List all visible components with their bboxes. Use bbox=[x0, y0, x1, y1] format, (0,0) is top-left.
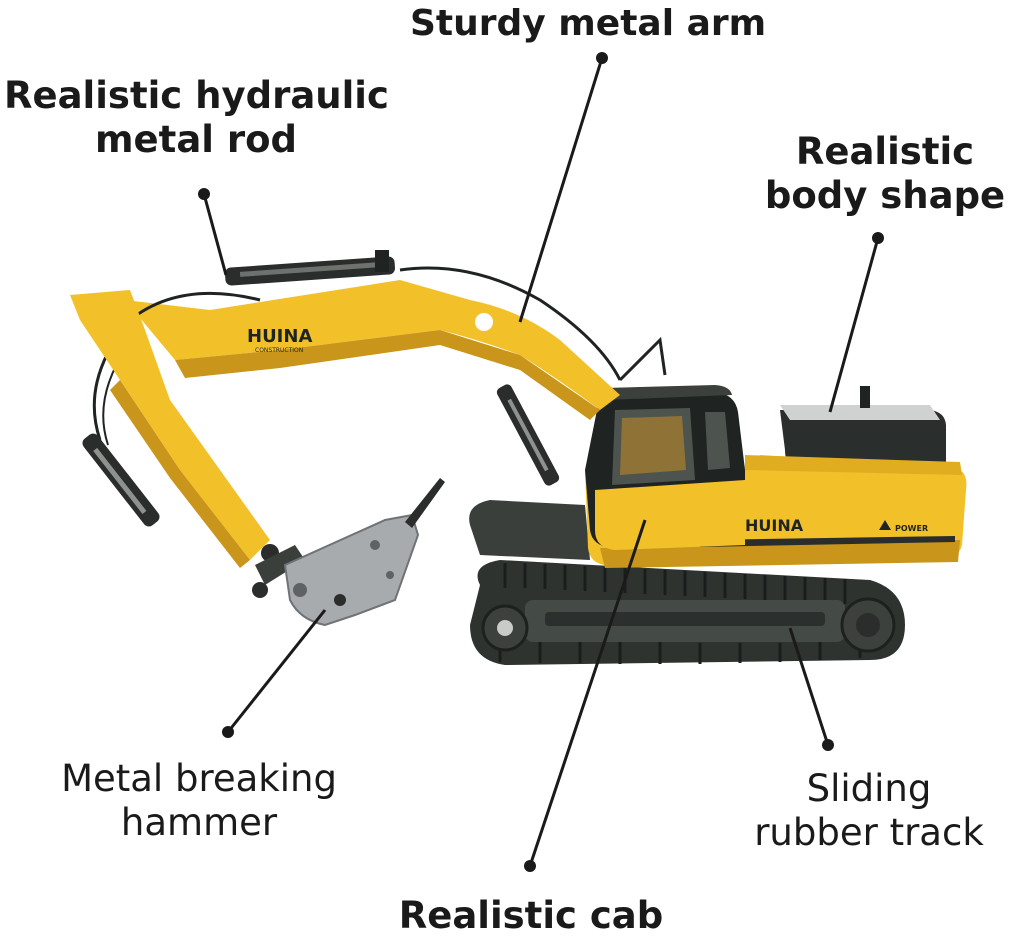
callout-cab-dot bbox=[524, 860, 536, 872]
callout-track-line1: Sliding bbox=[806, 767, 932, 810]
callout-cab-line1: Realistic cab bbox=[398, 894, 664, 937]
callout-hammer-dot bbox=[222, 726, 234, 738]
callout-arm-label: Sturdy metal arm bbox=[410, 2, 766, 45]
callout-rod-line2: metal rod bbox=[94, 118, 298, 162]
callout-hammer-line2: hammer bbox=[120, 801, 278, 845]
callout-rod-line1: Realistic hydraulic bbox=[4, 74, 389, 117]
callout-rod-dot bbox=[198, 188, 210, 200]
body-power-text: POWER bbox=[895, 524, 928, 533]
boom: HUINA CONSTRUCTION bbox=[92, 250, 667, 486]
stick bbox=[70, 290, 305, 598]
callout-cab-label: Realistic cab bbox=[396, 894, 666, 938]
warning-triangle-icon bbox=[879, 520, 891, 530]
callout-body-line1: Realistic bbox=[795, 130, 975, 173]
callout-body-line2: body shape bbox=[764, 174, 1006, 218]
callout-arm-line1: Sturdy metal arm bbox=[410, 3, 767, 44]
callout-track-line2: rubber track bbox=[754, 811, 984, 855]
callout-track-dot bbox=[822, 739, 834, 751]
breaking-hammer bbox=[283, 478, 445, 627]
callout-track-label: Sliding rubber track bbox=[744, 767, 994, 856]
callout-leaders bbox=[198, 52, 884, 872]
body-logo: HUINA bbox=[745, 516, 804, 535]
cab bbox=[585, 385, 745, 550]
callout-body-dot bbox=[872, 232, 884, 244]
callout-arm-dot bbox=[596, 52, 608, 64]
boom-sub-text: CONSTRUCTION bbox=[255, 347, 303, 354]
boom-logo: HUINA bbox=[247, 326, 312, 347]
callout-hammer-line1: Metal breaking bbox=[61, 757, 337, 800]
callout-rod-label: Realistic hydraulic metal rod bbox=[4, 74, 389, 163]
callout-hammer-label: Metal breaking hammer bbox=[44, 757, 354, 846]
callout-body-label: Realistic body shape bbox=[760, 130, 1010, 219]
track-assembly bbox=[469, 500, 905, 665]
